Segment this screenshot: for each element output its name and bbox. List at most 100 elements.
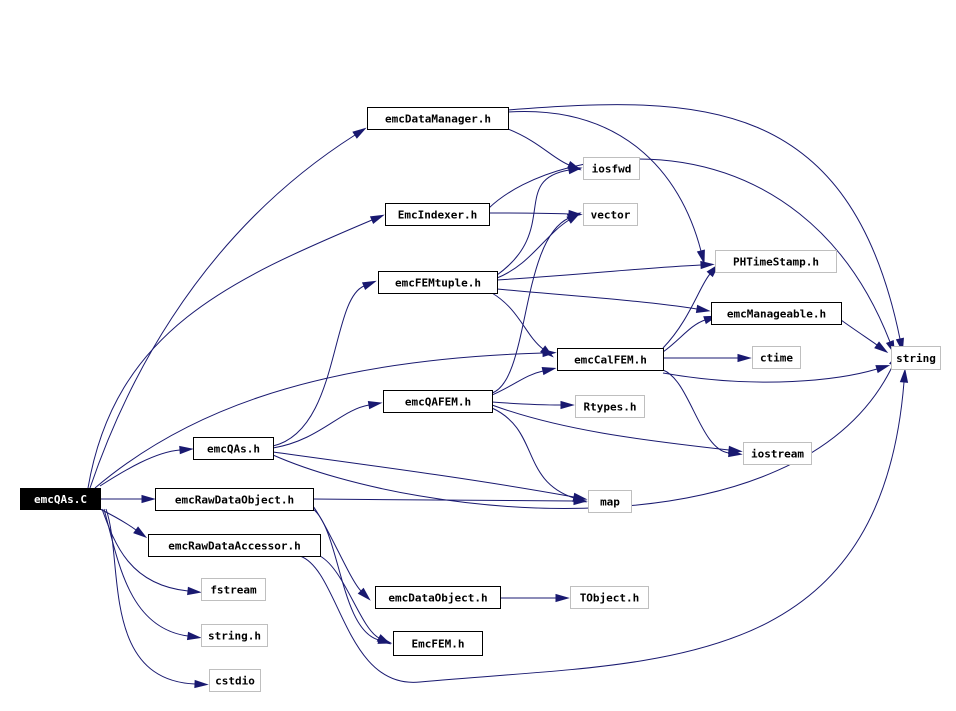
- arrowhead-emcFEMtuple_h-to-emcCalFEM_h: [540, 345, 554, 358]
- node-box: [570, 586, 649, 609]
- node-emcqas-h[interactable]: emcQAs.h: [193, 437, 274, 460]
- node-label: Rtypes.h: [584, 401, 637, 414]
- edge-emcRawDataObject_h-to-map: [312, 498, 575, 502]
- node-phtimestamp-h[interactable]: PHTimeStamp.h: [715, 250, 837, 273]
- edge-emcQAs_C-to-EmcIndexer_h: [87, 219, 373, 489]
- node-emccalfem-h[interactable]: emcCalFEM.h: [557, 348, 664, 371]
- arrowhead-emcFEMtuple_h-to-iosfwd: [567, 165, 583, 175]
- arrowhead-emcQAs_C-to-fstream: [187, 586, 202, 596]
- node-label: emcRawDataObject.h: [175, 494, 294, 507]
- edge-emcCalFEM_h-to-PHTimeStamp_h: [662, 273, 711, 349]
- node-iosfwd[interactable]: iosfwd: [583, 157, 640, 180]
- edge-emcDataManager_h-to-PHTimeStamp_h: [507, 111, 702, 252]
- node-box: [155, 488, 314, 511]
- edge-emcFEMtuple_h-to-emcCalFEM_h: [491, 292, 544, 350]
- node-tobject-h[interactable]: TObject.h: [570, 586, 649, 609]
- arrowhead-emcManageable_h-to-string: [874, 341, 889, 354]
- edge-emcQAFEM_h-to-Rtypes_h: [491, 401, 562, 406]
- edge-emcQAFEM_h-to-emcCalFEM_h: [491, 370, 544, 396]
- node-label: iosfwd: [592, 163, 632, 176]
- edge-emcFEMtuple_h-to-vector: [496, 219, 570, 279]
- node-emcdataobject-h[interactable]: emcDataObject.h: [375, 586, 501, 609]
- node-emcdatamanager-h[interactable]: emcDataManager.h: [367, 107, 509, 130]
- node-emcindexer-h[interactable]: EmcIndexer.h: [385, 203, 490, 226]
- node-label: PHTimeStamp.h: [733, 256, 819, 269]
- edge-emcFEMtuple_h-to-emcManageable_h: [496, 288, 698, 310]
- arrowhead-emcQAs_C-to-emcDataManager_h: [352, 127, 367, 139]
- node-string-h[interactable]: string.h: [201, 624, 268, 647]
- node-emcrawdataaccessor-h[interactable]: emcRawDataAccessor.h: [148, 534, 321, 557]
- edge-emcFEMtuple_h-to-PHTimeStamp_h: [496, 264, 702, 281]
- node-box: [193, 437, 274, 460]
- node-label: cstdio: [215, 675, 255, 688]
- node-emcrawdataobject-h[interactable]: emcRawDataObject.h: [155, 488, 314, 511]
- node-label: emcCalFEM.h: [574, 354, 647, 367]
- node-label: EmcIndexer.h: [398, 209, 477, 222]
- arrowhead-emcQAs_C-to-emcRawDataObject_h: [141, 494, 156, 504]
- node-label: map: [600, 496, 620, 509]
- edge-emcQAs_C-to-emcCalFEM_h: [94, 352, 544, 489]
- node-emcqas-c: emcQAs.C: [20, 488, 101, 510]
- arrowhead-emcCalFEM_h-to-ctime: [737, 353, 752, 363]
- arrowhead-emcQAFEM_h-to-Rtypes_h: [560, 400, 575, 410]
- edge-emcQAFEM_h-to-iostream: [491, 404, 730, 451]
- node-box: [383, 390, 493, 413]
- node-iostream[interactable]: iostream: [743, 442, 812, 465]
- node-box: [385, 203, 490, 226]
- node-vector[interactable]: vector: [583, 203, 638, 226]
- node-box: [378, 271, 498, 294]
- node-box: [20, 488, 101, 510]
- node-label: emcQAs.C: [34, 493, 87, 506]
- edge-emcFEMtuple_h-to-iosfwd: [496, 169, 570, 276]
- arrowhead-emcDataManager_h-to-PHTimeStamp_h: [696, 249, 705, 265]
- node-map[interactable]: map: [588, 490, 632, 513]
- node-cstdio[interactable]: cstdio: [209, 669, 261, 692]
- node-emcfemtuple-h[interactable]: emcFEMtuple.h: [378, 271, 498, 294]
- arrowhead-emcRawDataAccessor_h-to-string: [899, 368, 909, 383]
- edge-emcRawDataAccessor_h-to-string: [299, 381, 905, 683]
- node-emcqafem-h[interactable]: emcQAFEM.h: [383, 390, 493, 413]
- arrowhead-emcQAs_C-to-emcRawDataAccessor_h: [133, 526, 148, 539]
- node-label: EmcFEM.h: [412, 638, 465, 651]
- edge-emcQAs_C-to-fstream: [101, 508, 189, 592]
- node-label: emcDataManager.h: [385, 113, 491, 126]
- node-emcfem-h[interactable]: EmcFEM.h: [393, 631, 483, 656]
- edge-emcQAs_C-to-emcQAs_h: [99, 449, 181, 487]
- node-label: emcFEMtuple.h: [395, 277, 481, 290]
- edge-emcQAs_h-to-map: [272, 451, 575, 498]
- edge-emcQAs_h-to-emcQAFEM_h: [272, 404, 370, 449]
- arrowhead-emcQAs_C-to-string_h: [186, 631, 202, 641]
- edge-emcCalFEM_h-to-iostream: [662, 369, 730, 454]
- node-fstream[interactable]: fstream: [201, 578, 266, 601]
- arrowhead-emcQAFEM_h-to-emcCalFEM_h: [541, 367, 557, 376]
- arrowhead-emcQAs_C-to-EmcIndexer_h: [369, 214, 385, 225]
- arrowhead-emcQAs_h-to-emcQAFEM_h: [367, 400, 383, 410]
- node-box: [715, 250, 837, 273]
- arrowhead-emcFEMtuple_h-to-emcManageable_h: [695, 304, 711, 314]
- arrowhead-emcQAs_C-to-cstdio: [194, 679, 209, 689]
- edge-emcQAs_C-to-emcDataManager_h: [89, 134, 356, 489]
- node-box: [375, 586, 501, 609]
- arrowhead-emcQAFEM_h-to-vector: [566, 212, 582, 223]
- node-label: TObject.h: [580, 592, 640, 605]
- node-emcmanageable-h[interactable]: emcManageable.h: [711, 302, 842, 325]
- edge-emcQAs_h-to-string: [272, 364, 894, 509]
- node-box: [557, 348, 664, 371]
- node-box: [201, 624, 268, 647]
- node-ctime[interactable]: ctime: [752, 346, 801, 369]
- node-label: emcDataObject.h: [388, 592, 487, 605]
- arrowhead-emcDataObject_h-to-TObject_h: [555, 593, 570, 603]
- arrowhead-emcQAs_C-to-emcQAs_h: [179, 445, 194, 455]
- edge-EmcIndexer_h-to-vector: [488, 212, 570, 215]
- node-rtypes-h[interactable]: Rtypes.h: [575, 395, 645, 418]
- node-label: string: [896, 352, 936, 365]
- node-box: [209, 669, 261, 692]
- node-string[interactable]: string: [891, 346, 941, 370]
- edge-emcRawDataObject_h-to-EmcFEM_h: [312, 508, 380, 641]
- node-box: [201, 578, 266, 601]
- edge-emcCalFEM_h-to-string: [662, 368, 878, 383]
- arrowhead-emcCalFEM_h-to-string: [875, 365, 891, 374]
- arrowhead-emcRawDataObject_h-to-emcDataObject_h: [357, 587, 371, 601]
